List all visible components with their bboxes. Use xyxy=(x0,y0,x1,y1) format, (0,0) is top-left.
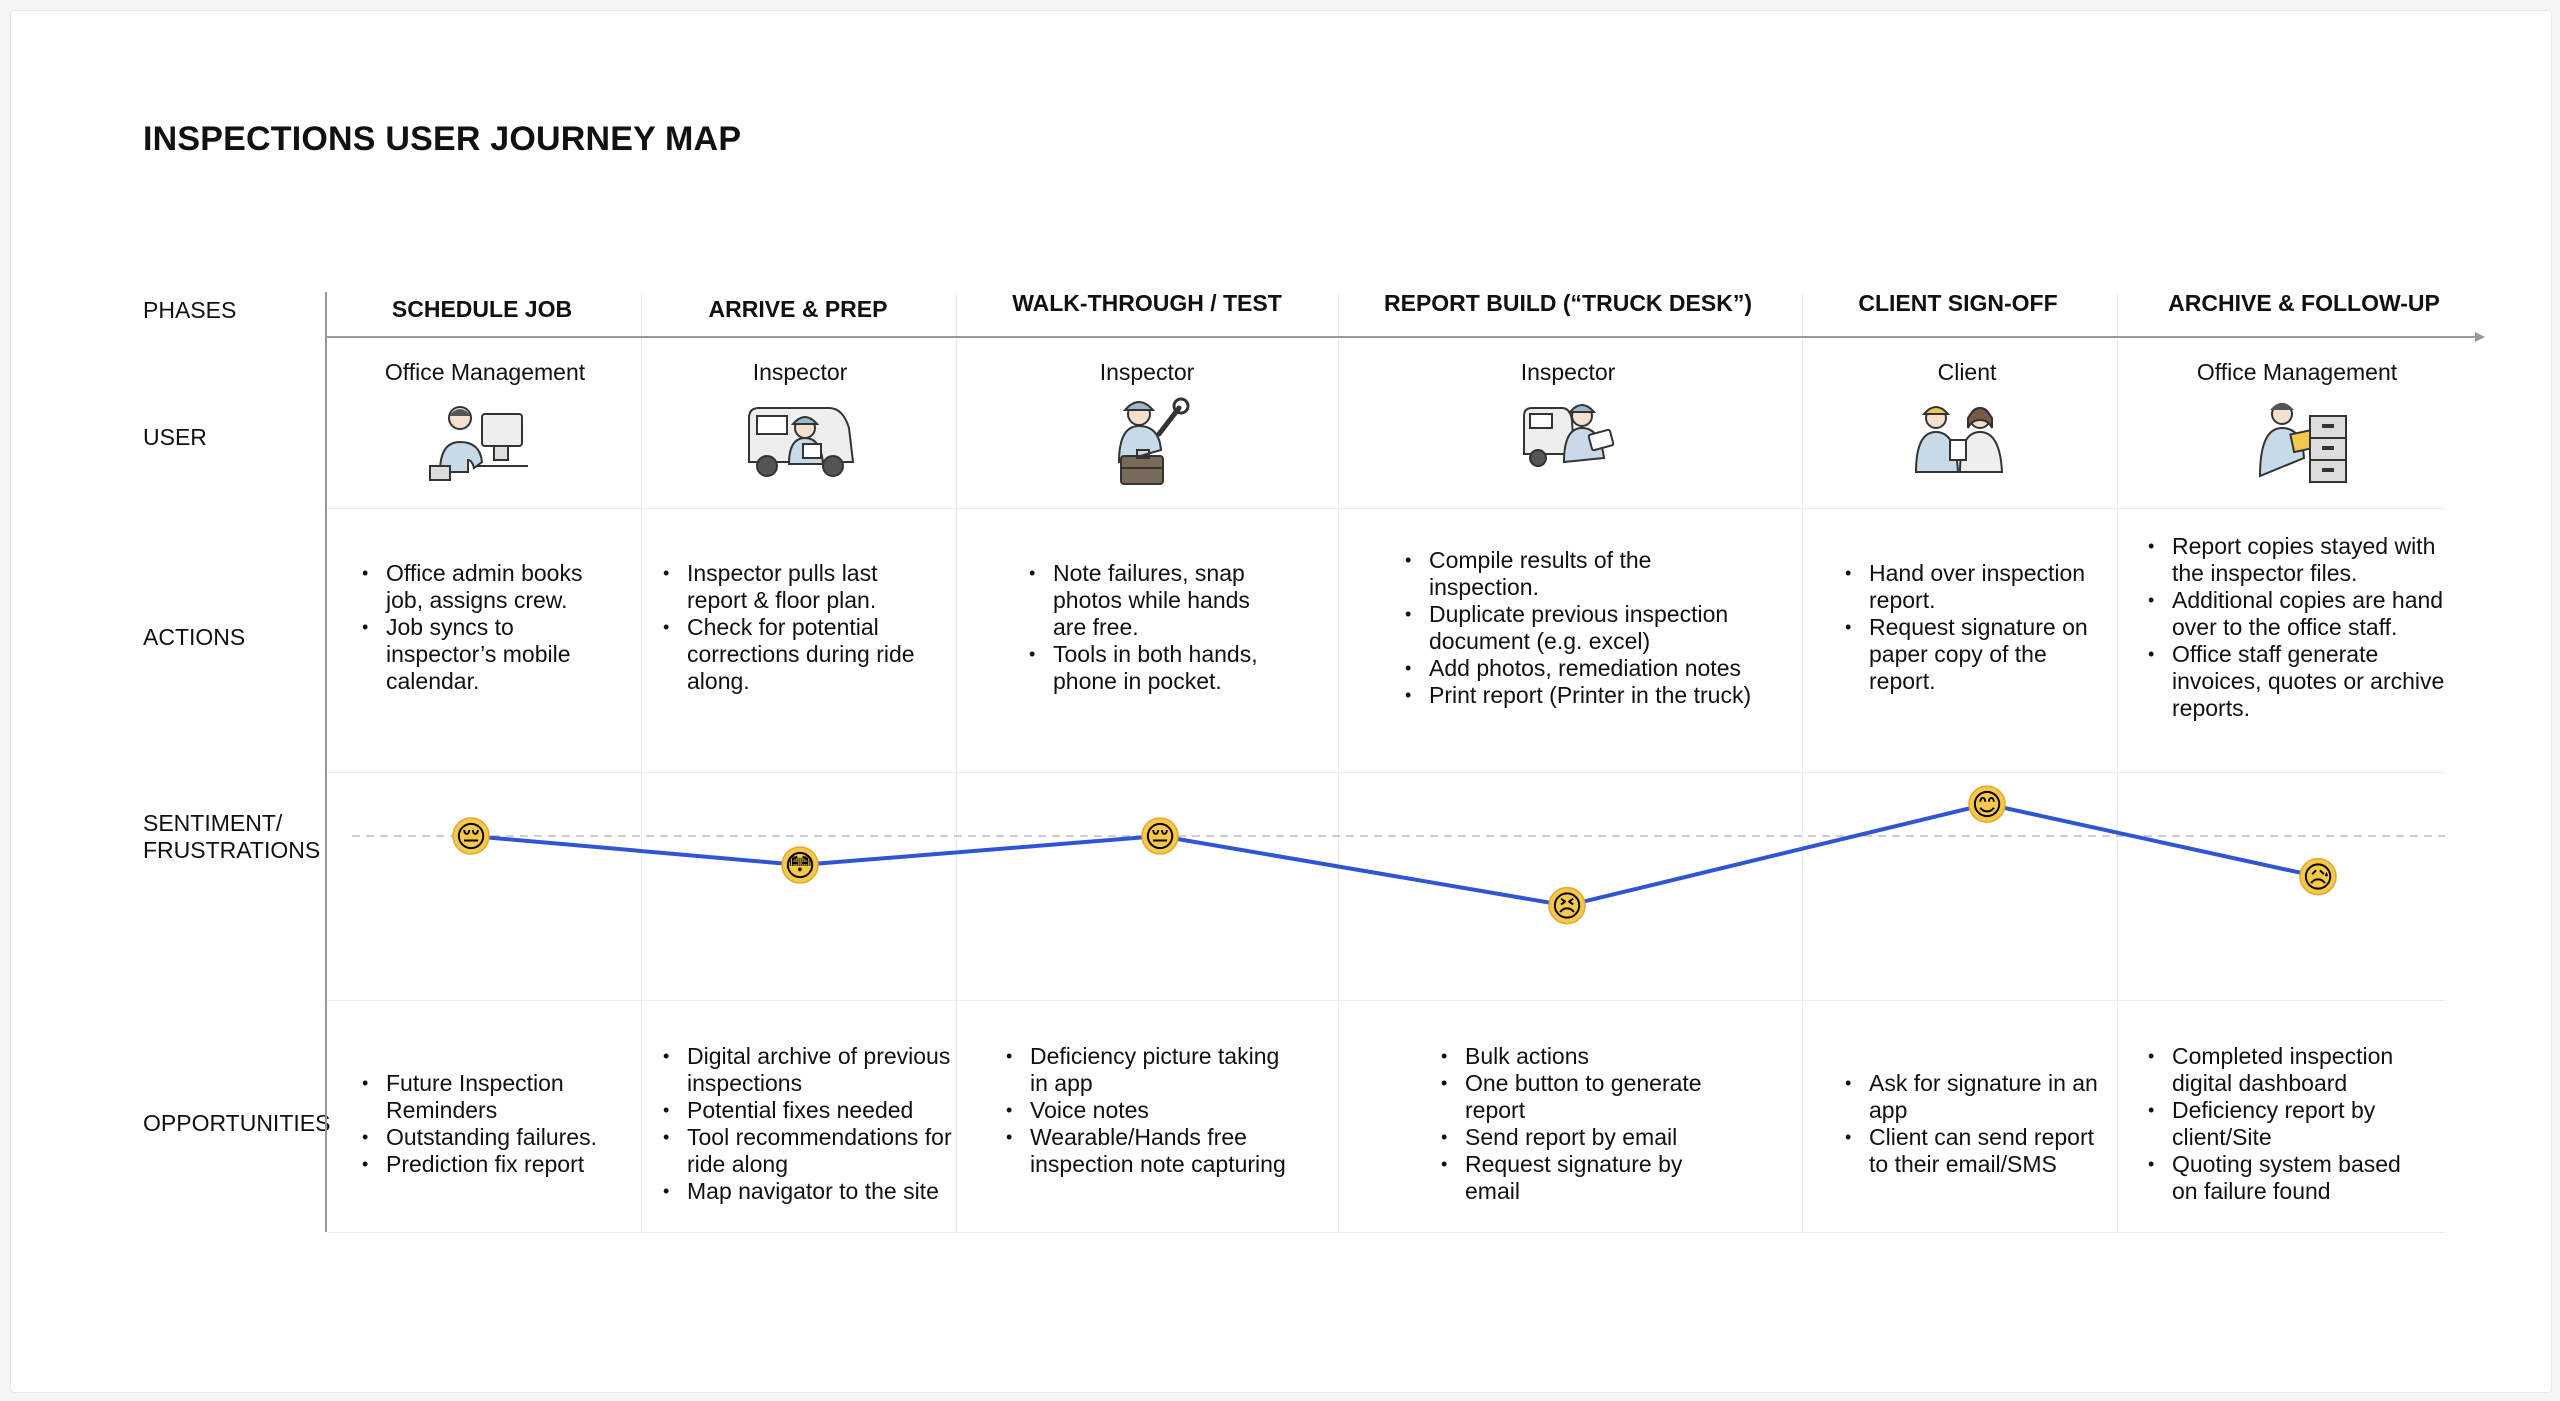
opportunity-item: Potential fixes needed xyxy=(663,1097,953,1124)
column-divider xyxy=(956,292,957,1232)
sentiment-emoji: 😊 xyxy=(1971,788,2002,823)
actions-list: Office admin books job, assigns crew. Jo… xyxy=(362,560,612,695)
row-label-opportunities: OPPORTUNITIES xyxy=(143,1110,331,1136)
opportunity-item: Bulk actions xyxy=(1441,1043,1721,1070)
opportunity-item: Deficiency report by client/Site xyxy=(2148,1097,2428,1151)
action-item: Add photos, remediation notes xyxy=(1405,655,1765,682)
action-item: Office staff generate invoices, quotes o… xyxy=(2148,641,2448,722)
office-worker-at-computer-icon xyxy=(420,392,530,487)
actions-list: Compile results of the inspection. Dupli… xyxy=(1405,547,1765,709)
grid-left-axis xyxy=(325,292,327,1232)
action-item: Note failures, snap photos while hands a… xyxy=(1029,560,1289,641)
user-role: Client xyxy=(1937,359,1997,385)
action-item: Request signature on paper copy of the r… xyxy=(1845,614,2105,695)
opportunities-list: Ask for signature in an app Client can s… xyxy=(1845,1070,2115,1178)
column-divider xyxy=(1338,292,1339,1232)
opportunity-item: Digital archive of previous inspections xyxy=(663,1043,953,1097)
opportunity-item: Voice notes xyxy=(1006,1097,1296,1124)
opportunity-item: Client can send report to their email/SM… xyxy=(1845,1124,2115,1178)
action-item: Additional copies are hand over to the o… xyxy=(2148,587,2448,641)
opportunity-item: Request signature by email xyxy=(1441,1151,1721,1205)
row-label-actions: ACTIONS xyxy=(143,624,246,650)
inspector-handing-report-to-client-icon xyxy=(1906,392,2010,479)
actions-list: Note failures, snap photos while hands a… xyxy=(1029,560,1289,695)
phase-header: WALK-THROUGH / TEST xyxy=(1012,290,1282,316)
column-divider xyxy=(641,292,642,1232)
row-label-user: USER xyxy=(143,424,207,450)
action-item: Office admin books job, assigns crew. xyxy=(362,560,612,614)
opportunities-list: Future Inspection Reminders Outstanding … xyxy=(362,1070,632,1178)
phase-header: SCHEDULE JOB xyxy=(391,296,573,322)
opportunity-item: Quoting system based on failure found xyxy=(2148,1151,2428,1205)
opportunity-item: Completed inspection digital dashboard xyxy=(2148,1043,2428,1097)
sentiment-emoji: 😔 xyxy=(455,820,486,855)
sentiment-point-worried: 😥 xyxy=(2299,857,2337,896)
opportunities-list: Completed inspection digital dashboard D… xyxy=(2148,1043,2428,1205)
opportunity-item: Deficiency picture taking in app xyxy=(1006,1043,1296,1097)
inspector-with-van-icon xyxy=(743,392,857,487)
phase-axis-arrow xyxy=(325,332,2485,342)
action-item: Duplicate previous inspection document (… xyxy=(1405,601,1765,655)
sentiment-emoji: 😔 xyxy=(1144,820,1175,855)
sentiment-series-line xyxy=(470,802,2319,908)
sentiment-emoji: 😳 xyxy=(784,849,815,884)
opportunity-item: Future Inspection Reminders xyxy=(362,1070,632,1124)
actions-list: Inspector pulls last report & floor plan… xyxy=(663,560,923,695)
inspector-at-truck-with-tablet-icon xyxy=(1520,392,1624,477)
opportunities-list: Deficiency picture taking in app Voice n… xyxy=(1006,1043,1296,1178)
user-role: Inspector xyxy=(1520,359,1616,385)
row-label-sentiment-line2: FRUSTRATIONS xyxy=(143,837,321,863)
sentiment-emoji: 😥 xyxy=(2302,861,2333,896)
opportunity-item: Send report by email xyxy=(1441,1124,1721,1151)
phase-header: CLIENT SIGN-OFF xyxy=(1858,290,2058,316)
actions-list: Report copies stayed with the inspector … xyxy=(2148,533,2448,722)
phase-header: REPORT BUILD (“TRUCK DESK”) xyxy=(1384,290,1752,316)
page-title: INSPECTIONS USER JOURNEY MAP xyxy=(143,120,742,158)
sentiment-point-happy: 😊 xyxy=(1968,785,2006,823)
opportunities-list: Digital archive of previous inspections … xyxy=(663,1043,953,1205)
row-divider-user xyxy=(327,508,2445,509)
sentiment-point-anxious: 😳 xyxy=(781,846,819,884)
actions-list: Hand over inspection report. Request sig… xyxy=(1845,560,2105,695)
row-label-sentiment: SENTIMENT/ FRUSTRATIONS xyxy=(143,810,320,864)
opportunity-item: Map navigator to the site xyxy=(663,1178,953,1205)
action-item: Job syncs to inspector’s mobile calendar… xyxy=(362,614,612,695)
user-role: Office Management xyxy=(384,359,586,385)
office-worker-filing-cabinet-icon xyxy=(2248,392,2352,493)
action-item: Inspector pulls last report & floor plan… xyxy=(663,560,923,614)
user-role: Inspector xyxy=(752,359,848,385)
action-item: Compile results of the inspection. xyxy=(1405,547,1765,601)
opportunity-item: Tool recommendations for ride along xyxy=(663,1124,953,1178)
opportunity-item: Outstanding failures. xyxy=(362,1124,632,1151)
opportunities-list: Bulk actions One button to generate repo… xyxy=(1441,1043,1721,1205)
user-role: Office Management xyxy=(2196,359,2398,385)
opportunity-item: Prediction fix report xyxy=(362,1151,632,1178)
opportunity-item: Ask for signature in an app xyxy=(1845,1070,2115,1124)
row-divider-bottom xyxy=(327,1232,2445,1233)
row-label-sentiment-line1: SENTIMENT/ xyxy=(143,810,283,836)
action-item: Tools in both hands, phone in pocket. xyxy=(1029,641,1289,695)
phase-header: ARCHIVE & FOLLOW-UP xyxy=(2168,290,2440,316)
phase-header: ARRIVE & PREP xyxy=(708,296,888,322)
column-divider xyxy=(2117,292,2118,1232)
action-item: Check for potential corrections during r… xyxy=(663,614,923,695)
opportunity-item: One button to generate report xyxy=(1441,1070,1721,1124)
row-divider-actions xyxy=(327,772,2445,773)
user-role: Inspector xyxy=(1099,359,1195,385)
action-item: Report copies stayed with the inspector … xyxy=(2148,533,2448,587)
opportunity-item: Wearable/Hands free inspection note capt… xyxy=(1006,1124,1296,1178)
sentiment-emoji: 😣 xyxy=(1551,890,1582,925)
action-item: Print report (Printer in the truck) xyxy=(1405,682,1765,709)
action-item: Hand over inspection report. xyxy=(1845,560,2105,614)
sentiment-point-frustrated: 😣 xyxy=(1548,886,1586,925)
sentiment-point-sad: 😔 xyxy=(452,817,490,855)
inspector-with-toolbox-icon xyxy=(1097,392,1197,493)
row-divider-sentiment xyxy=(327,1000,2445,1001)
row-label-phases: PHASES xyxy=(143,297,237,323)
column-divider xyxy=(1802,292,1803,1232)
sentiment-point-sad: 😔 xyxy=(1141,817,1179,855)
